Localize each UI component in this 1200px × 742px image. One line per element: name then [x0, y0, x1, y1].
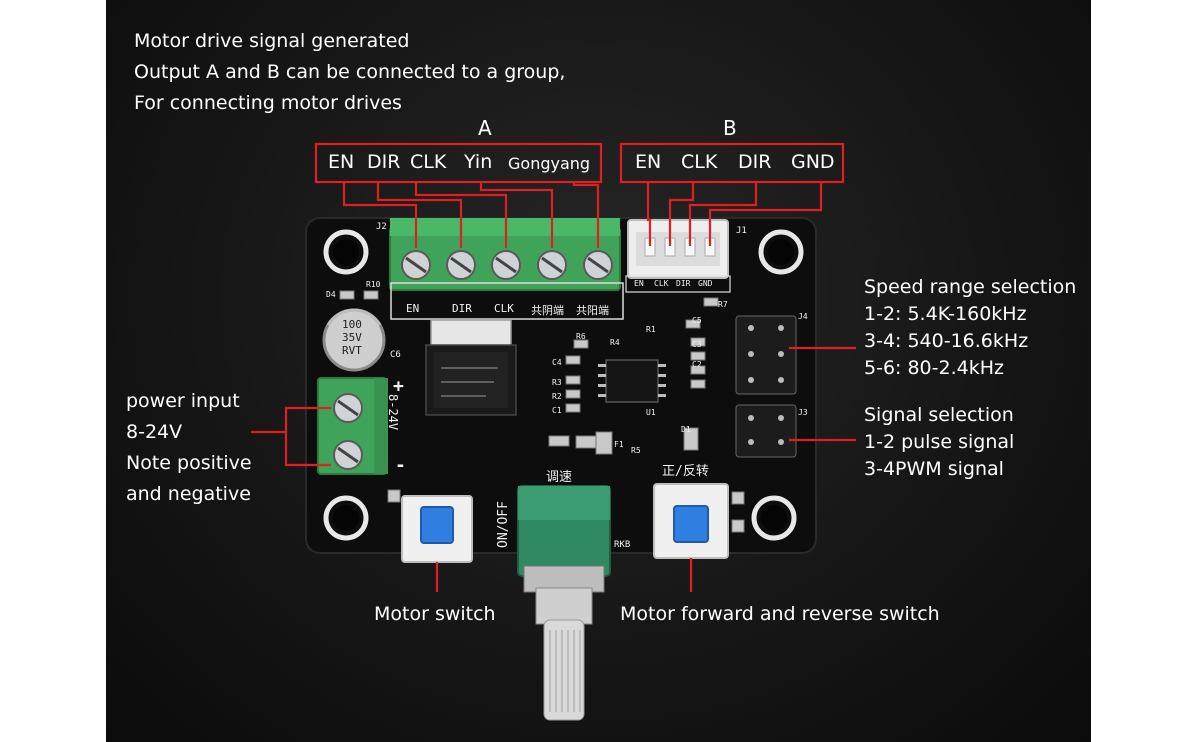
callout-lines	[251, 142, 856, 592]
silk-a-dir: DIR	[452, 302, 472, 315]
silk-d1: D1	[681, 425, 691, 434]
a-pin-en: EN	[328, 151, 355, 173]
power-line-4: and negative	[126, 483, 251, 505]
main-ic	[598, 359, 666, 403]
silk-c1: C1	[552, 406, 562, 415]
silk-plus-mark: +	[393, 376, 404, 397]
silk-brand: RKB	[614, 540, 631, 550]
silk-r10: R10	[366, 280, 381, 289]
silk-a-en: EN	[406, 302, 420, 315]
silk-r3: R3	[552, 378, 562, 387]
silk-j1: J1	[736, 226, 747, 236]
silk-direction: 正/反转	[662, 464, 709, 479]
silk-a-common-cathode: 共阴端	[531, 304, 564, 317]
silk-j2: J2	[376, 222, 387, 232]
power-line-1: power input	[126, 390, 240, 412]
voltage-regulator	[425, 319, 517, 416]
silk-b-en: EN	[634, 279, 644, 288]
intro-line-2: Output A and B can be connected to a gro…	[134, 61, 566, 83]
cap-value-2: 35V	[342, 331, 362, 344]
silk-r5: R5	[631, 446, 641, 455]
silk-on-off: ON/OFF	[496, 501, 511, 548]
silk-b-dir: DIR	[676, 279, 691, 288]
power-line-3: Note positive	[126, 452, 252, 474]
power-switch	[401, 495, 473, 563]
silk-c5: C5	[692, 316, 702, 325]
silk-j3: J3	[798, 408, 808, 417]
silk-speed-knob: 调速	[546, 470, 573, 485]
silk-r4: R4	[610, 338, 620, 347]
b-pin-gnd: GND	[791, 151, 835, 173]
a-pin-dir: DIR	[367, 151, 401, 173]
output-b-title: B	[723, 116, 737, 140]
header-connector-b	[625, 219, 731, 293]
b-pin-clk: CLK	[681, 151, 718, 173]
intro-line-3: For connecting motor drives	[134, 92, 402, 114]
callout-box-a	[314, 142, 603, 184]
silk-c3: C3	[692, 340, 702, 349]
speed-range-option-3: 5-6: 80-2.4kHz	[864, 357, 1004, 379]
callout-box-b	[619, 142, 845, 184]
silk-r1: R1	[646, 325, 656, 334]
output-a-title: A	[478, 116, 492, 140]
silk-minus-mark: -	[395, 455, 406, 476]
silk-c6: C6	[390, 350, 401, 360]
product-panel: Motor drive signal generated Output A an…	[106, 0, 1091, 742]
silk-r7: R7	[718, 300, 728, 309]
power-terminal	[317, 377, 388, 475]
silk-c2: C2	[692, 360, 702, 369]
silk-b-gnd: GND	[698, 279, 713, 288]
a-pin-clk: CLK	[410, 151, 447, 173]
smd-components	[339, 290, 745, 533]
silk-b-clk: CLK	[654, 279, 669, 288]
a-pin-gongyang: Gongyang	[508, 154, 591, 173]
electrolytic-capacitor	[322, 308, 386, 372]
board-illustration	[251, 142, 856, 721]
cap-value-1: 100	[342, 318, 362, 331]
signal-selection-option-2: 3-4PWM signal	[864, 458, 1004, 480]
silk-j4: J4	[798, 312, 808, 321]
silk-a-clk: CLK	[494, 302, 514, 315]
silk-u1: U1	[646, 408, 656, 417]
direction-switch	[653, 483, 729, 559]
motor-switch-label: Motor switch	[374, 603, 496, 625]
speed-range-option-2: 3-4: 540-16.6kHz	[864, 330, 1029, 352]
b-pin-en: EN	[635, 151, 662, 173]
jumper-header-speed	[735, 315, 797, 395]
silk-f1: F1	[614, 440, 624, 449]
cap-value-3: RVT	[342, 344, 362, 357]
speed-range-option-1: 1-2: 5.4K-160kHz	[864, 303, 1027, 325]
silk-c4: C4	[552, 358, 562, 367]
b-pin-dir: DIR	[738, 151, 772, 173]
speed-potentiometer	[517, 485, 611, 721]
signal-selection-option-1: 1-2 pulse signal	[864, 431, 1015, 453]
signal-selection-title: Signal selection	[864, 404, 1014, 426]
silk-power-voltage: 8-24V	[386, 394, 400, 431]
jumper-header-signal	[735, 404, 797, 458]
silk-d4: D4	[326, 290, 336, 299]
mounting-hole	[323, 229, 804, 541]
speed-range-title: Speed range selection	[864, 276, 1077, 298]
power-line-2: 8-24V	[126, 421, 183, 443]
silk-a-common-anode: 共阳端	[576, 304, 609, 317]
silk-r2: R2	[552, 392, 562, 401]
a-pin-yin: Yin	[464, 151, 493, 173]
silk-r6: R6	[576, 332, 586, 341]
intro-line-1: Motor drive signal generated	[134, 30, 410, 52]
direction-switch-label: Motor forward and reverse switch	[620, 603, 940, 625]
